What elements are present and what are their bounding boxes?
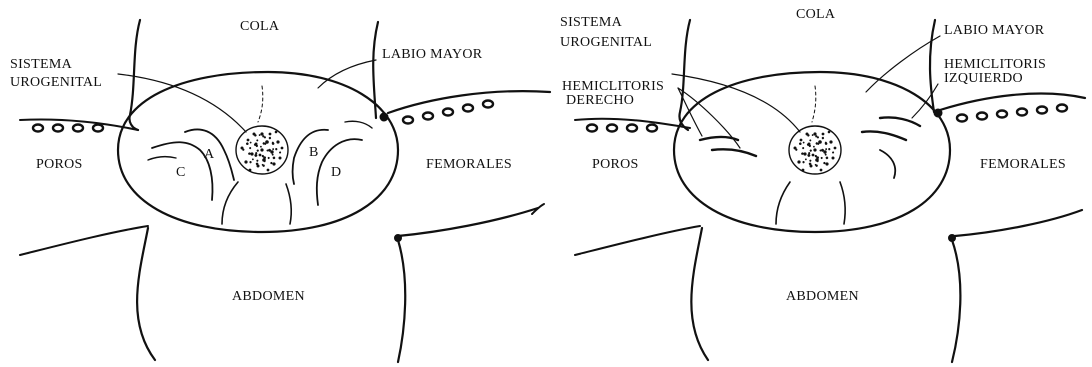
label-hemiclitoris-left-line1: HEMICLITORIS [944,57,1046,72]
fold-lower-right [840,182,845,224]
label-urogenital-line2: UROGENITAL [10,75,102,90]
flank-left-lower [20,226,148,255]
label-pores: POROS [36,157,83,172]
hemiclitoris-left-upper [880,117,920,126]
cloacal-oval [118,72,398,232]
left-panel [20,20,550,362]
label-pores: POROS [592,157,639,172]
flank-right-lower [955,210,1082,236]
label-femoral: FEMORALES [426,157,512,172]
label-c: C [176,165,186,180]
abdomen-outline-left [691,228,708,360]
abdomen-outline-right [952,240,960,362]
label-hemiclitoris-right-line2: DERECHO [566,93,634,108]
urogenital-opening [239,127,284,173]
fold-lower-left [776,182,790,224]
fold-side-right [345,121,372,128]
flank-right-lower [398,208,538,236]
abdomen-outline-right [398,240,405,362]
label-tail: COLA [796,7,836,22]
label-a: A [204,147,215,162]
flank-right-upper [940,94,1085,110]
fold-upper [258,86,263,122]
fold-side-left [148,157,176,160]
label-urogenital-line1: SISTEMA [560,15,623,30]
fold-right-hook [880,150,895,178]
femoral-pores-left [33,125,103,132]
label-urogenital-line1: SISTEMA [10,57,73,72]
hemiclitoris-right-lower [712,149,756,156]
flank-right-upper [388,91,550,113]
fold-lower-right [286,184,291,224]
femoral-pores-right [957,105,1067,122]
cloacal-oval [674,72,950,232]
label-tail: COLA [240,19,280,34]
label-b: B [309,145,319,160]
label-labium: LABIO MAYOR [944,23,1045,38]
label-femoral: FEMORALES [980,157,1066,172]
hemiclitoris-left-lower [862,131,906,140]
label-hemiclitoris-left-line2: IZQUIERDO [944,71,1023,86]
fold-lower-left [222,182,238,224]
label-abdomen: ABDOMEN [232,289,305,304]
label-urogenital-line2: UROGENITAL [560,35,652,50]
label-abdomen: ABDOMEN [786,289,859,304]
left-panel-labels: COLA SISTEMA UROGENITAL LABIO MAYOR PORO… [10,19,512,304]
label-d: D [331,165,341,180]
urogenital-opening [792,127,837,173]
tail-outline-right [930,20,935,112]
flank-left-lower [575,226,700,255]
abdomen-outline-left [137,228,155,360]
label-labium: LABIO MAYOR [382,47,483,62]
fold-upper [812,86,816,122]
label-hemiclitoris-right-line1: HEMICLITORIS [562,79,664,94]
leader-labium [318,60,376,88]
femoral-pores-left [587,125,657,132]
